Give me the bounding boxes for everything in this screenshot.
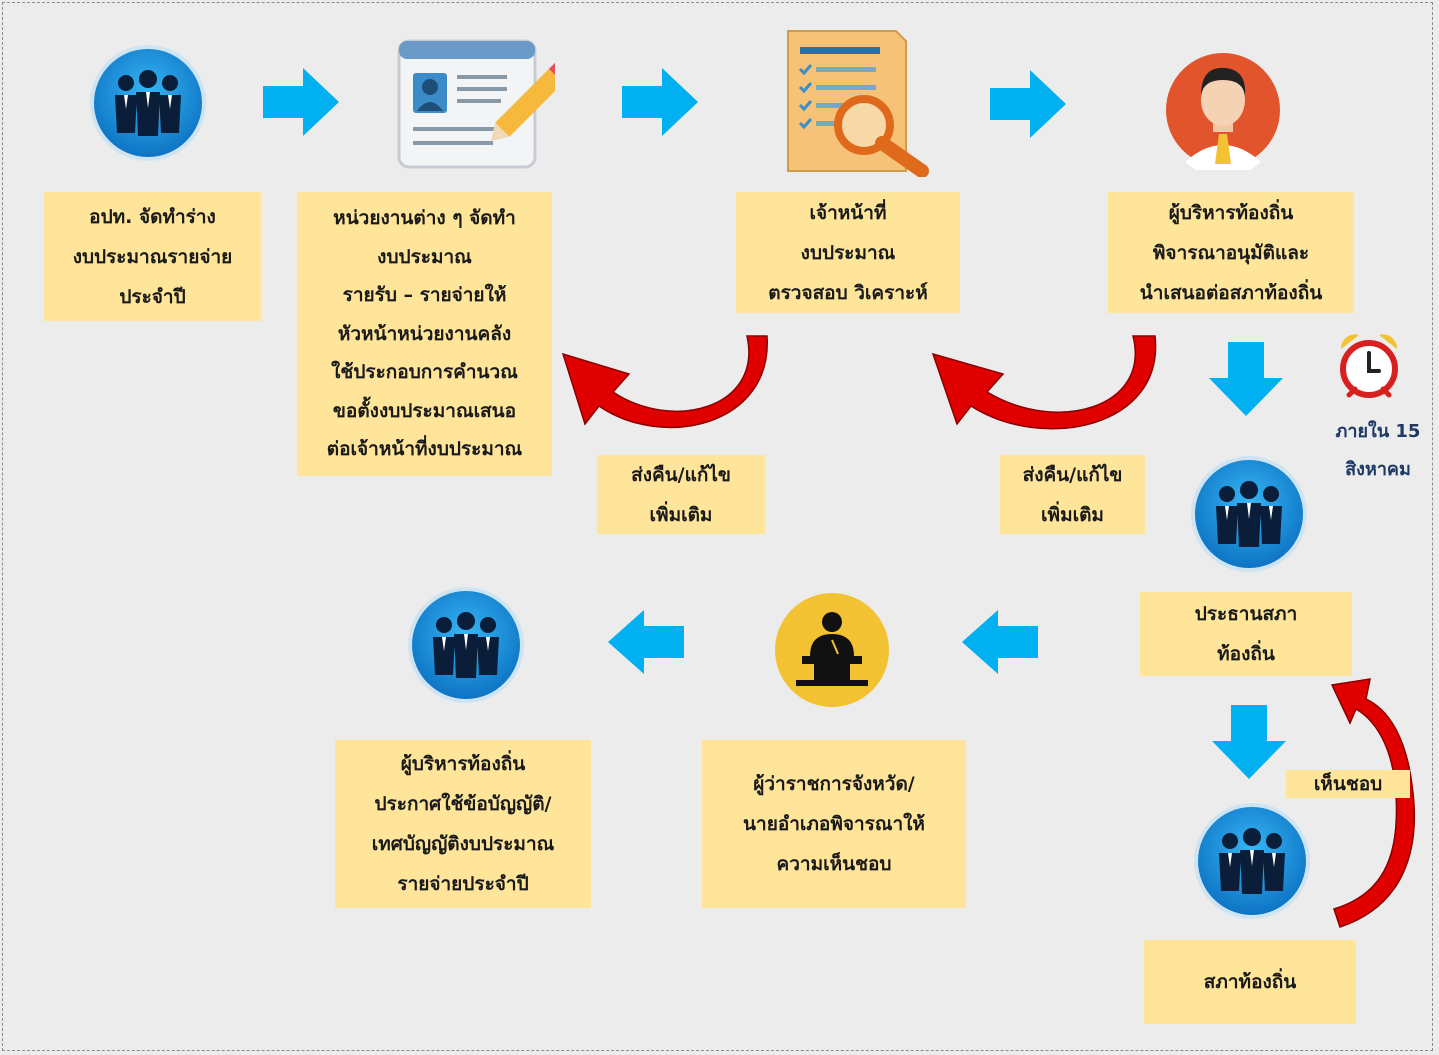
deadline-label: ภายใน 15 สิงหาคม — [1335, 421, 1421, 480]
people-group-icon — [408, 587, 524, 703]
alarm-clock-icon — [1340, 334, 1398, 398]
return-arrow-approve — [1330, 678, 1416, 928]
step-executive-approve: ผู้บริหารท้องถิ่น พิจารณาอนุมัติและ นำเส… — [1108, 192, 1354, 313]
people-group-icon — [1191, 456, 1307, 572]
step-budget-officer-review: เจ้าหน้าที่ งบประมาณ ตรวจสอบ วิเคราะห์ — [736, 192, 960, 313]
step-units-prepare: หน่วยงานต่าง ๆ จัดทำ งบประมาณ รายรับ – ร… — [297, 192, 552, 476]
flow-arrow-left — [608, 610, 684, 674]
flow-arrow-right — [990, 70, 1066, 138]
people-group-icon — [1194, 803, 1310, 919]
step-draft-budget: อปท. จัดทำร่าง งบประมาณรายจ่าย ประจำปี — [44, 192, 261, 321]
step-council-chair: ประธานสภา ท้องถิ่น — [1140, 592, 1352, 676]
step-local-council: สภาท้องถิ่น — [1144, 940, 1356, 1024]
return-note: ส่งคืน/แก้ไข เพิ่มเติม — [1000, 455, 1145, 534]
flow-arrow-down — [1212, 705, 1286, 779]
return-arrow — [931, 335, 1157, 430]
flow-arrow-down — [1209, 342, 1283, 416]
return-note: ส่งคืน/แก้ไข เพิ่มเติม — [597, 455, 765, 534]
official-at-podium-icon — [775, 593, 889, 707]
executive-avatar-icon — [1166, 53, 1280, 170]
return-arrow — [561, 335, 768, 429]
flow-arrow-right — [622, 68, 698, 136]
document-search-icon — [787, 30, 929, 177]
profile-form-edit-icon — [397, 39, 555, 169]
step-executive-announce: ผู้บริหารท้องถิ่น ประกาศใช้ข้อบัญญัติ/ เ… — [335, 740, 591, 908]
people-group-icon — [90, 45, 206, 161]
flow-arrow-right — [263, 68, 339, 136]
approve-note: เห็นชอบ — [1286, 770, 1410, 798]
step-governor-approve: ผู้ว่าราชการจังหวัด/ นายอำเภอพิจารณาให้ … — [702, 740, 966, 908]
flow-arrow-left — [962, 610, 1038, 674]
